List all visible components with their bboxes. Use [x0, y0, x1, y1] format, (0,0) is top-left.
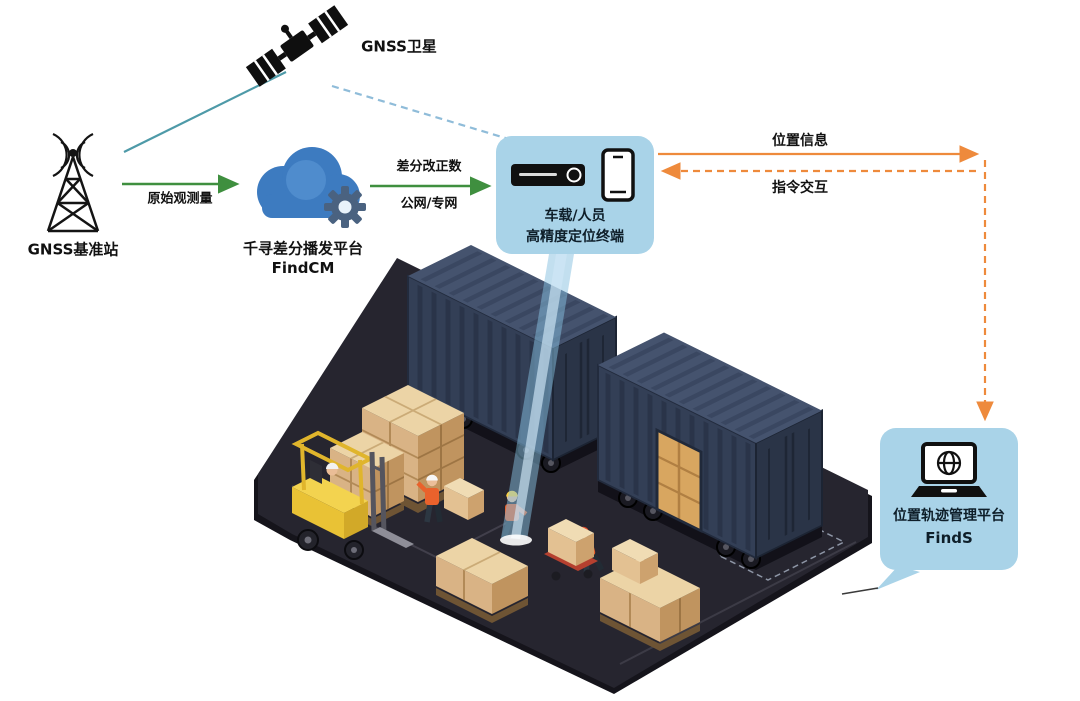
command-interaction-label: 指令交互 — [772, 180, 828, 196]
raw-observation-label: 原始观测量 — [147, 191, 213, 207]
cloud-gear-icon — [257, 147, 366, 228]
cloud-platform-title: 千寻差分播发平台 — [242, 239, 364, 258]
management-platform-title: 位置轨迹管理平台 — [893, 508, 1005, 524]
forklift-icon — [291, 430, 414, 560]
pallet-jack — [544, 519, 598, 581]
worker-figure — [416, 474, 443, 523]
finds-bubble-tail — [876, 566, 920, 590]
pallet-boxes — [600, 539, 700, 651]
terminal-node: 车载/人员 高精度定位终端 — [496, 136, 654, 254]
pallet-boxes — [436, 538, 528, 623]
dashed-zone-marking — [718, 517, 846, 581]
terminal-subtitle: 高精度定位终端 — [526, 229, 624, 245]
base-station-label: GNSS基准站 — [27, 240, 119, 259]
terminal-title: 车载/人员 — [544, 208, 606, 224]
positioning-beam — [500, 254, 574, 546]
receiver-and-phone-icon — [511, 148, 635, 202]
shipping-container-2 — [597, 332, 823, 570]
gear-icon — [324, 186, 366, 228]
base-station-tower-icon — [46, 132, 100, 233]
smartphone-icon — [601, 148, 635, 202]
laptop-globe-icon — [911, 442, 987, 497]
gnss-satellite-icon — [245, 5, 349, 87]
container-yard-illustration — [254, 245, 872, 694]
management-platform-node: 位置轨迹管理平台 FindS — [880, 428, 1018, 570]
management-platform-subtitle: FindS — [925, 529, 973, 547]
position-info-label: 位置信息 — [772, 133, 828, 149]
correction-label-bottom: 公网/专网 — [400, 196, 458, 212]
satellite-label: GNSS卫星 — [361, 37, 437, 56]
satellite-to-terminal-link — [331, 84, 513, 142]
finds-pointer-line — [841, 587, 879, 595]
cargo-box — [444, 478, 484, 521]
correction-label-top: 差分改正数 — [396, 159, 462, 175]
cloud-platform-subtitle: FindCM — [271, 259, 335, 277]
shipping-container-1 — [407, 245, 617, 473]
receiver-icon — [511, 164, 585, 186]
globe-icon — [936, 450, 962, 476]
